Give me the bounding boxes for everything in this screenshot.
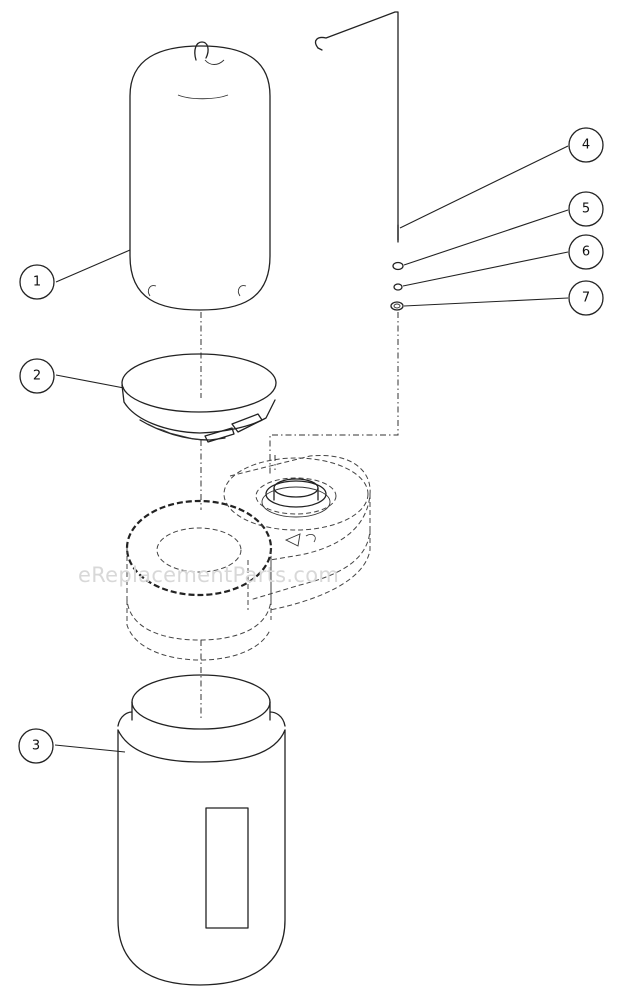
part-5-nut[interactable] (392, 261, 404, 271)
part-1-filter-bag[interactable] (129, 41, 271, 311)
part-2-clamp-ring[interactable] (121, 353, 277, 443)
callout-1-label: 1 (33, 275, 41, 290)
callout-7[interactable]: 7 (568, 280, 604, 316)
callout-3-label: 3 (32, 739, 40, 754)
callout-6-label: 6 (582, 245, 590, 260)
callout-5[interactable]: 5 (568, 191, 604, 227)
blower-housing (125, 454, 371, 661)
callout-2-label: 2 (33, 369, 41, 384)
callout-4-label: 4 (582, 138, 590, 153)
callout-5-label: 5 (582, 202, 590, 217)
callout-7-label: 7 (582, 291, 590, 306)
callout-3[interactable]: 3 (18, 728, 54, 764)
part-4-hanger-rod[interactable] (314, 11, 399, 243)
part-3-collection-bag[interactable] (117, 674, 286, 986)
callout-6[interactable]: 6 (568, 234, 604, 270)
watermark-text: eReplacementParts.com (78, 563, 339, 587)
callout-1[interactable]: 1 (19, 264, 55, 300)
part-6-washer[interactable] (393, 283, 403, 291)
callout-2[interactable]: 2 (19, 358, 55, 394)
callout-4[interactable]: 4 (568, 127, 604, 163)
part-7-lock-washer[interactable] (390, 301, 404, 311)
